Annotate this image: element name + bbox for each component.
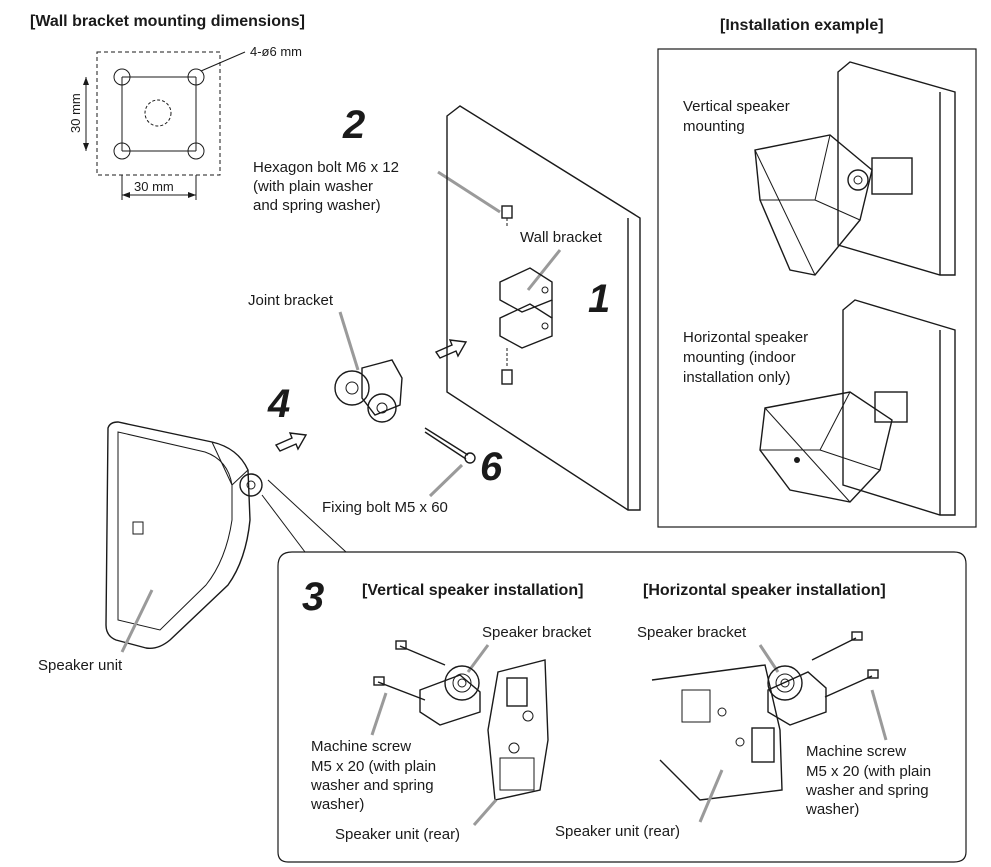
wall-bracket-bottom <box>499 303 553 349</box>
wall <box>446 105 641 511</box>
hex-bolt-label-line2: (with plain washer <box>253 178 373 195</box>
dimensions-title: [Wall bracket mounting dimensions] <box>30 13 305 30</box>
speaker-bracket-left <box>419 674 481 726</box>
hex-bolt-label-line3: and spring washer) <box>253 197 381 214</box>
mounting-dimensions: [Wall bracket mounting dimensions] 4-ø6 … <box>30 13 305 200</box>
horizontal-installation-title: [Horizontal speaker installation] <box>643 582 886 599</box>
machine-screw-label-right-line2: M5 x 20 (with plain <box>806 763 931 780</box>
installation-example-title: [Installation example] <box>720 17 884 34</box>
fixing-bolt-label: Fixing bolt M5 x 60 <box>322 499 448 516</box>
wall-panel <box>837 61 956 276</box>
detail-box: 3 [Vertical speaker installation] [Horiz… <box>277 551 967 863</box>
fixing-bolt <box>424 427 469 456</box>
bracket-vertical <box>871 157 913 195</box>
vertical-installation-title: [Vertical speaker installation] <box>362 582 583 599</box>
machine-screw-label-left-line4: washer) <box>310 796 364 813</box>
vertical-dimension-label: 30 mm <box>68 93 83 133</box>
hex-bolt-leader <box>437 170 501 214</box>
fixing-bolt-leader <box>428 463 464 498</box>
speaker-horizontal <box>759 391 893 503</box>
speaker-rear-label-left: Speaker unit (rear) <box>335 826 460 843</box>
speaker-unit-label: Speaker unit <box>38 657 123 674</box>
speaker-vertical <box>754 134 873 276</box>
step-1-number: 1 <box>588 277 610 321</box>
installation-example: [Installation example] Vertical speaker … <box>657 17 977 528</box>
speaker-logo <box>132 521 144 535</box>
detail-frame <box>277 551 967 863</box>
machine-screw-upper-left <box>399 645 446 666</box>
hex-bolt <box>501 205 513 219</box>
machine-screw-upper-right <box>811 637 857 661</box>
speaker-unit <box>105 421 251 650</box>
speaker-bracket-right <box>767 671 827 726</box>
bracket-horizontal <box>874 391 908 423</box>
joint-bracket <box>361 359 403 416</box>
horizontal-mounting-label-line3: installation only) <box>683 369 791 386</box>
joint-bracket-label: Joint bracket <box>248 292 334 309</box>
mounting-hole <box>113 68 131 86</box>
machine-screw-label-right-line3: washer and spring <box>805 782 929 799</box>
machine-screw-label-right-line4: washer) <box>805 801 859 818</box>
step-4-number: 4 <box>267 382 290 426</box>
speaker-rear-left <box>487 659 549 801</box>
machine-screw-label-right: Machine screw <box>806 743 906 760</box>
vertical-mounting-label: Vertical speaker <box>683 98 790 115</box>
speaker-bracket-label-left: Speaker bracket <box>482 624 592 641</box>
wall-bracket-label: Wall bracket <box>520 229 603 246</box>
machine-screw-lower-left <box>377 681 426 701</box>
main-exploded-view: 2 Hexagon bolt M6 x 12 (with plain washe… <box>38 103 641 674</box>
step-6-number: 6 <box>480 445 503 489</box>
holes-label: 4-ø6 mm <box>250 44 302 59</box>
arrow-to-wall <box>434 339 468 359</box>
mounting-hole <box>187 68 205 86</box>
machine-screw-label-left-line3: washer and spring <box>310 777 434 794</box>
horizontal-dimension-label: 30 mm <box>134 179 174 194</box>
step-3-number: 3 <box>302 575 324 619</box>
machine-screw-label-left-line2: M5 x 20 (with plain <box>311 758 436 775</box>
joint-bracket-leader <box>338 311 360 371</box>
speaker-rear-right <box>651 664 783 801</box>
mounting-hole <box>113 142 131 160</box>
arrow-to-joint <box>274 432 308 452</box>
mounting-hole <box>187 142 205 160</box>
horizontal-mounting-label-line2: mounting (indoor <box>683 349 796 366</box>
machine-screw-lower-right <box>824 675 873 698</box>
vertical-mounting-label-line2: mounting <box>683 118 745 135</box>
horizontal-mounting-label: Horizontal speaker <box>683 329 808 346</box>
dashed-outline <box>96 51 221 176</box>
wall-bracket-leader <box>526 249 562 291</box>
speaker-bracket-label-right: Speaker bracket <box>637 624 747 641</box>
speaker-unit-leader <box>120 589 154 653</box>
hex-bolt-label: Hexagon bolt M6 x 12 <box>253 159 399 176</box>
step-2-number: 2 <box>342 103 365 147</box>
hex-bolt-bottom <box>501 369 513 385</box>
example-frame <box>657 48 977 528</box>
wall-panel-2 <box>842 299 956 516</box>
machine-screw-label-left: Machine screw <box>311 738 411 755</box>
speaker-rear-label-right: Speaker unit (rear) <box>555 823 680 840</box>
center-hole <box>144 99 172 127</box>
